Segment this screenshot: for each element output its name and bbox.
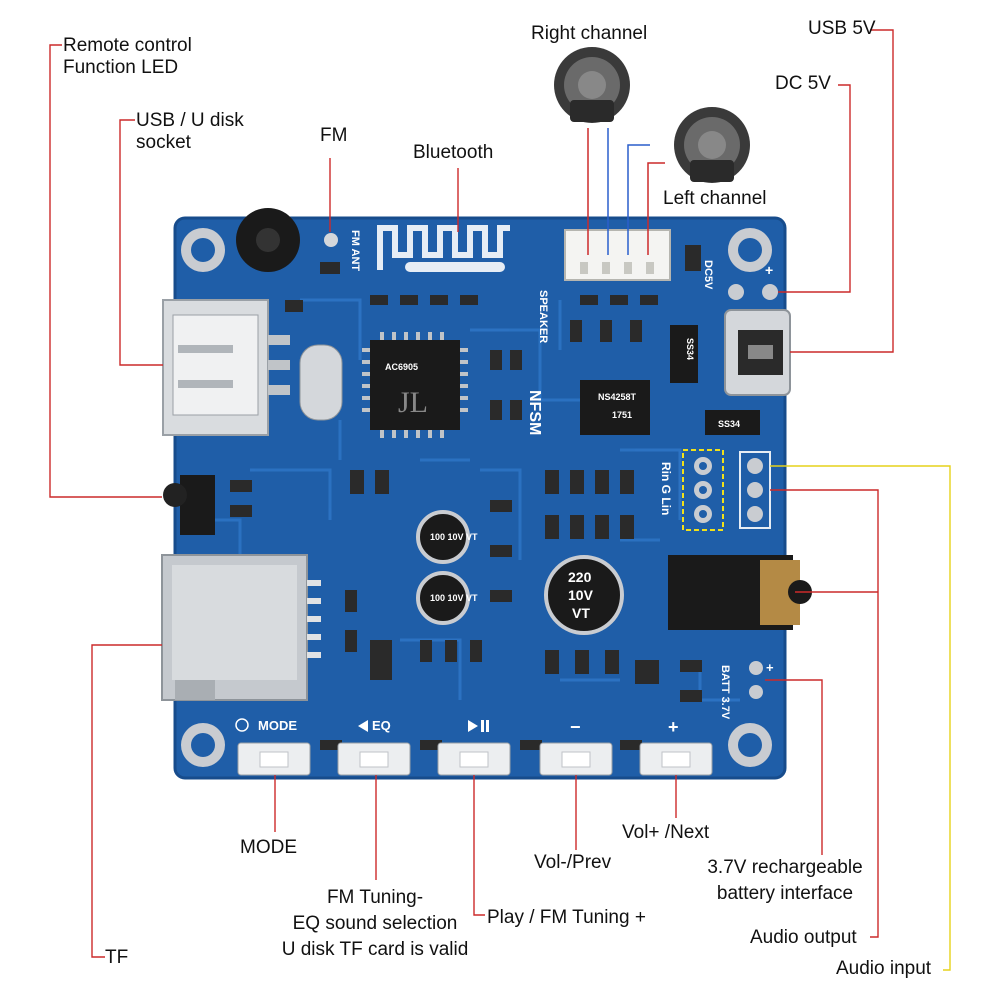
vol-prev-label: Vol-/Prev (534, 852, 612, 873)
amp-chip-marking: NS4258T (598, 392, 637, 402)
svg-text:220: 220 (568, 569, 592, 585)
capacitor-large: 220 10V VT (544, 555, 624, 635)
fm-ant-silkscreen: FM ANT (349, 230, 361, 271)
fm-tuning-label: FM Tuning- EQ sound selection U disk TF … (265, 887, 485, 961)
rin-g-lin-silkscreen: Rin G Lin (659, 462, 673, 515)
amp-chip-code: 1751 (612, 410, 632, 420)
play-button[interactable] (437, 742, 511, 776)
left-channel-label: Left channel (663, 188, 767, 209)
bluetooth-label: Bluetooth (413, 142, 494, 163)
mounting-hole (728, 228, 772, 272)
right-channel-label: Right channel (531, 23, 648, 44)
svg-text:SS34: SS34 (718, 419, 740, 429)
mounting-hole (181, 723, 225, 767)
eq-button[interactable] (337, 742, 411, 776)
usb-socket-label: USB / U disk socket (136, 110, 244, 154)
dc5v-silkscreen: DC5V (702, 260, 714, 290)
audio-input-label: Audio input (836, 958, 932, 979)
diode-ss34: SS34 (705, 410, 760, 435)
usb-socket (162, 299, 290, 436)
battery-label: 3.7V rechargeable battery interface (690, 857, 880, 905)
eq-silkscreen: EQ (372, 718, 391, 733)
right-speaker (554, 47, 630, 123)
remote-led-label-line1: Remote control (63, 35, 192, 56)
mounting-hole (181, 228, 225, 272)
battery-label-line2: battery interface (716, 883, 854, 904)
remote-led-label: Remote control Function LED (63, 35, 192, 79)
tf-card-slot (161, 554, 321, 701)
nfsm-silkscreen: NFSM (526, 390, 543, 435)
main-chip: AC6905 JL (362, 332, 468, 438)
battery-label-line1: 3.7V rechargeable (707, 857, 863, 878)
tf-label: TF (105, 947, 129, 968)
plus-button-silkscreen: + (668, 717, 679, 737)
vol-next-label: Vol+ /Next (622, 822, 710, 843)
pcb-board: FM ANT (161, 208, 812, 780)
fm-tuning-label-line1: FM Tuning- (326, 887, 424, 908)
svg-text:100 10V VT: 100 10V VT (430, 593, 478, 603)
ir-receiver (236, 208, 300, 272)
play-label: Play / FM Tuning + (487, 907, 646, 928)
remote-led-label-line2: Function LED (63, 57, 179, 78)
usb-socket-label-line2: socket (136, 132, 191, 153)
mounting-hole (728, 723, 772, 767)
remote-led (163, 475, 215, 535)
capacitor-small: 100 10V VT (416, 571, 478, 625)
svg-text:10V: 10V (568, 587, 594, 603)
mode-button[interactable] (237, 742, 311, 776)
mode-silkscreen: MODE (258, 718, 297, 733)
batt-plus-silkscreen: + (766, 660, 774, 675)
main-chip-marking: AC6905 (385, 362, 418, 372)
speaker-wires (587, 128, 665, 255)
svg-text:SS34: SS34 (685, 338, 695, 360)
crystal-oscillator (299, 344, 343, 421)
speaker-silkscreen: SPEAKER (537, 290, 549, 343)
audio-input-line (770, 465, 951, 971)
plus-silkscreen: + (765, 262, 773, 278)
fm-label: FM (320, 125, 348, 146)
minus-silkscreen: − (570, 717, 581, 737)
speaker-connector (564, 229, 671, 281)
svg-text:100 10V VT: 100 10V VT (430, 532, 478, 542)
smd-components (230, 245, 702, 750)
annotation-lines (49, 29, 894, 958)
capacitor-small: 100 10V VT (416, 510, 478, 564)
diode-ss34: SS34 (670, 325, 698, 383)
mode-label: MODE (240, 837, 297, 858)
jl-logo: JL (398, 386, 428, 419)
amplifier-chip: NS4258T 1751 (580, 380, 650, 435)
dc-5v-label: DC 5V (775, 73, 831, 94)
audio-input-pins (739, 451, 771, 529)
audio-input-header (682, 449, 724, 531)
audio-jack (668, 555, 812, 630)
fm-tuning-label-line3: U disk TF card is valid (281, 939, 469, 960)
vol-plus-button[interactable] (639, 742, 713, 776)
vol-minus-button[interactable] (539, 742, 613, 776)
bluetooth-antenna (377, 225, 510, 272)
usb-5v-label: USB 5V (808, 18, 876, 39)
micro-usb-port (724, 309, 791, 396)
batt-silkscreen: BATT 3.7V (719, 665, 731, 720)
usb-socket-label-line1: USB / U disk (136, 110, 244, 131)
left-speaker (674, 107, 750, 183)
audio-output-label: Audio output (750, 927, 857, 948)
fm-tuning-label-line2: EQ sound selection (292, 913, 458, 934)
svg-text:VT: VT (572, 605, 590, 621)
